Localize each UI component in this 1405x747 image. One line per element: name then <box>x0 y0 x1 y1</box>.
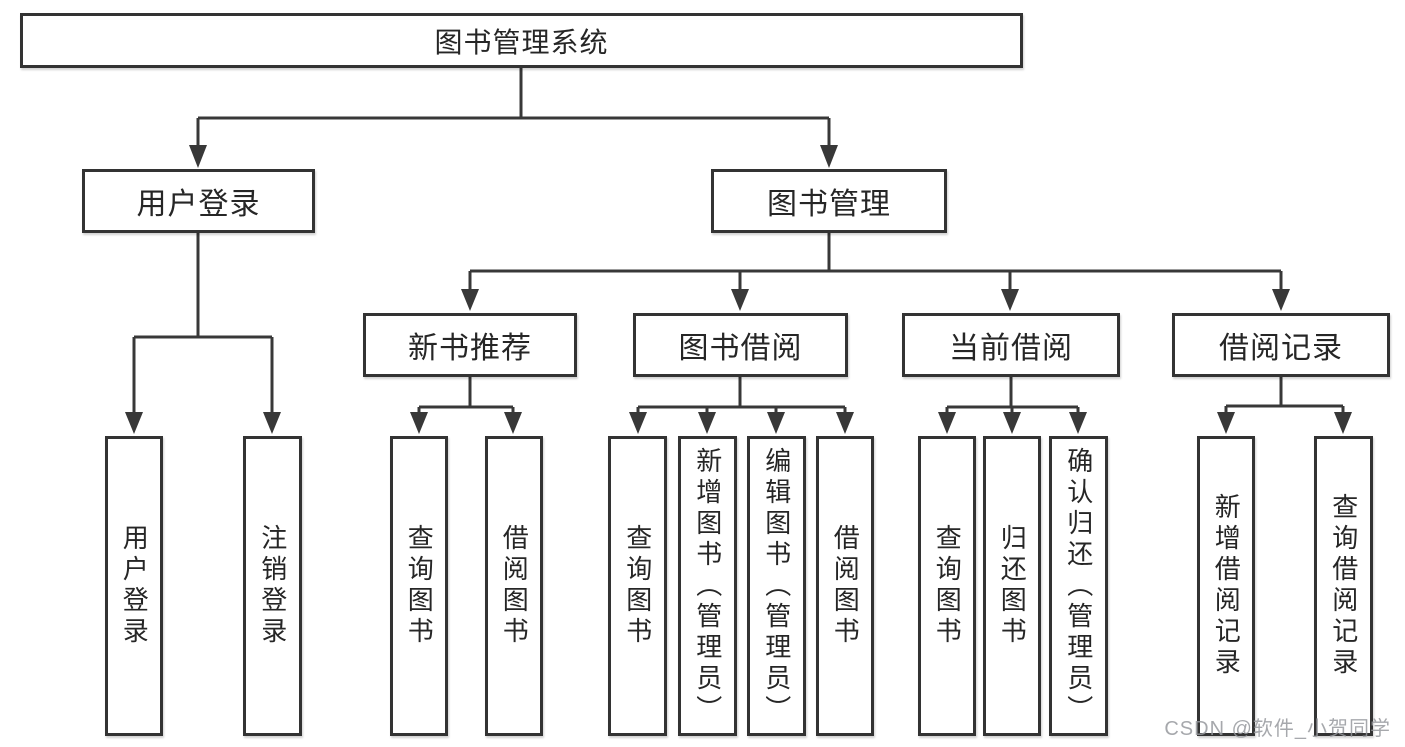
node-book-borrowing-label: 图书借阅 <box>678 332 803 365</box>
leaf-borrowing-borrow-books-label: 借阅图书 <box>830 524 861 648</box>
leaf-records-query-record-label: 查询借阅记录 <box>1328 493 1359 679</box>
node-book-management-label: 图书管理 <box>767 188 891 221</box>
leaf-borrowing-add-books-admin: 新增图书（管理员） <box>678 436 737 736</box>
node-new-book-recommend-label: 新书推荐 <box>408 332 532 365</box>
leaf-current-query-books-label: 查询图书 <box>932 524 963 648</box>
leaf-records-add-record-label: 新增借阅记录 <box>1211 493 1242 679</box>
node-borrowing-records: 借阅记录 <box>1172 313 1390 377</box>
leaf-current-query-books: 查询图书 <box>918 436 976 736</box>
leaf-borrowing-query-books-label: 查询图书 <box>622 524 653 648</box>
node-book-management: 图书管理 <box>711 169 947 233</box>
leaf-borrowing-add-books-admin-label: 新增图书（管理员） <box>692 446 723 726</box>
node-root: 图书管理系统 <box>20 13 1023 68</box>
leaf-current-return-books-label: 归还图书 <box>997 524 1028 648</box>
leaf-borrowing-query-books: 查询图书 <box>608 436 667 736</box>
node-new-book-recommend: 新书推荐 <box>363 313 577 377</box>
node-user-login: 用户登录 <box>82 169 315 233</box>
node-root-label: 图书管理系统 <box>434 26 609 58</box>
leaf-newbooks-query-books: 查询图书 <box>390 436 448 736</box>
leaf-user-login-label: 用户登录 <box>119 524 150 648</box>
leaf-records-query-record: 查询借阅记录 <box>1314 436 1373 736</box>
leaf-borrowing-edit-books-admin: 编辑图书（管理员） <box>747 436 806 736</box>
leaf-current-confirm-return-admin: 确认归还（管理员） <box>1049 436 1108 736</box>
leaf-current-return-books: 归还图书 <box>983 436 1041 736</box>
leaf-newbooks-borrow-books: 借阅图书 <box>485 436 543 736</box>
leaf-newbooks-query-books-label: 查询图书 <box>404 524 435 648</box>
leaf-records-add-record: 新增借阅记录 <box>1197 436 1255 736</box>
leaf-borrowing-edit-books-admin-label: 编辑图书（管理员） <box>761 446 792 726</box>
leaf-user-login: 用户登录 <box>105 436 163 736</box>
leaf-logout-login-label: 注销登录 <box>257 524 288 648</box>
node-book-borrowing: 图书借阅 <box>633 313 848 377</box>
node-current-borrowing: 当前借阅 <box>902 313 1120 377</box>
node-current-borrowing-label: 当前借阅 <box>949 332 1073 365</box>
csdn-watermark: CSDN @软件_小贺同学 <box>1164 718 1391 740</box>
leaf-current-confirm-return-admin-label: 确认归还（管理员） <box>1063 446 1094 726</box>
leaf-newbooks-borrow-books-label: 借阅图书 <box>499 524 530 648</box>
node-borrowing-records-label: 借阅记录 <box>1219 332 1343 365</box>
leaf-logout-login: 注销登录 <box>243 436 302 736</box>
leaf-borrowing-borrow-books: 借阅图书 <box>816 436 874 736</box>
node-user-login-label: 用户登录 <box>136 188 261 221</box>
